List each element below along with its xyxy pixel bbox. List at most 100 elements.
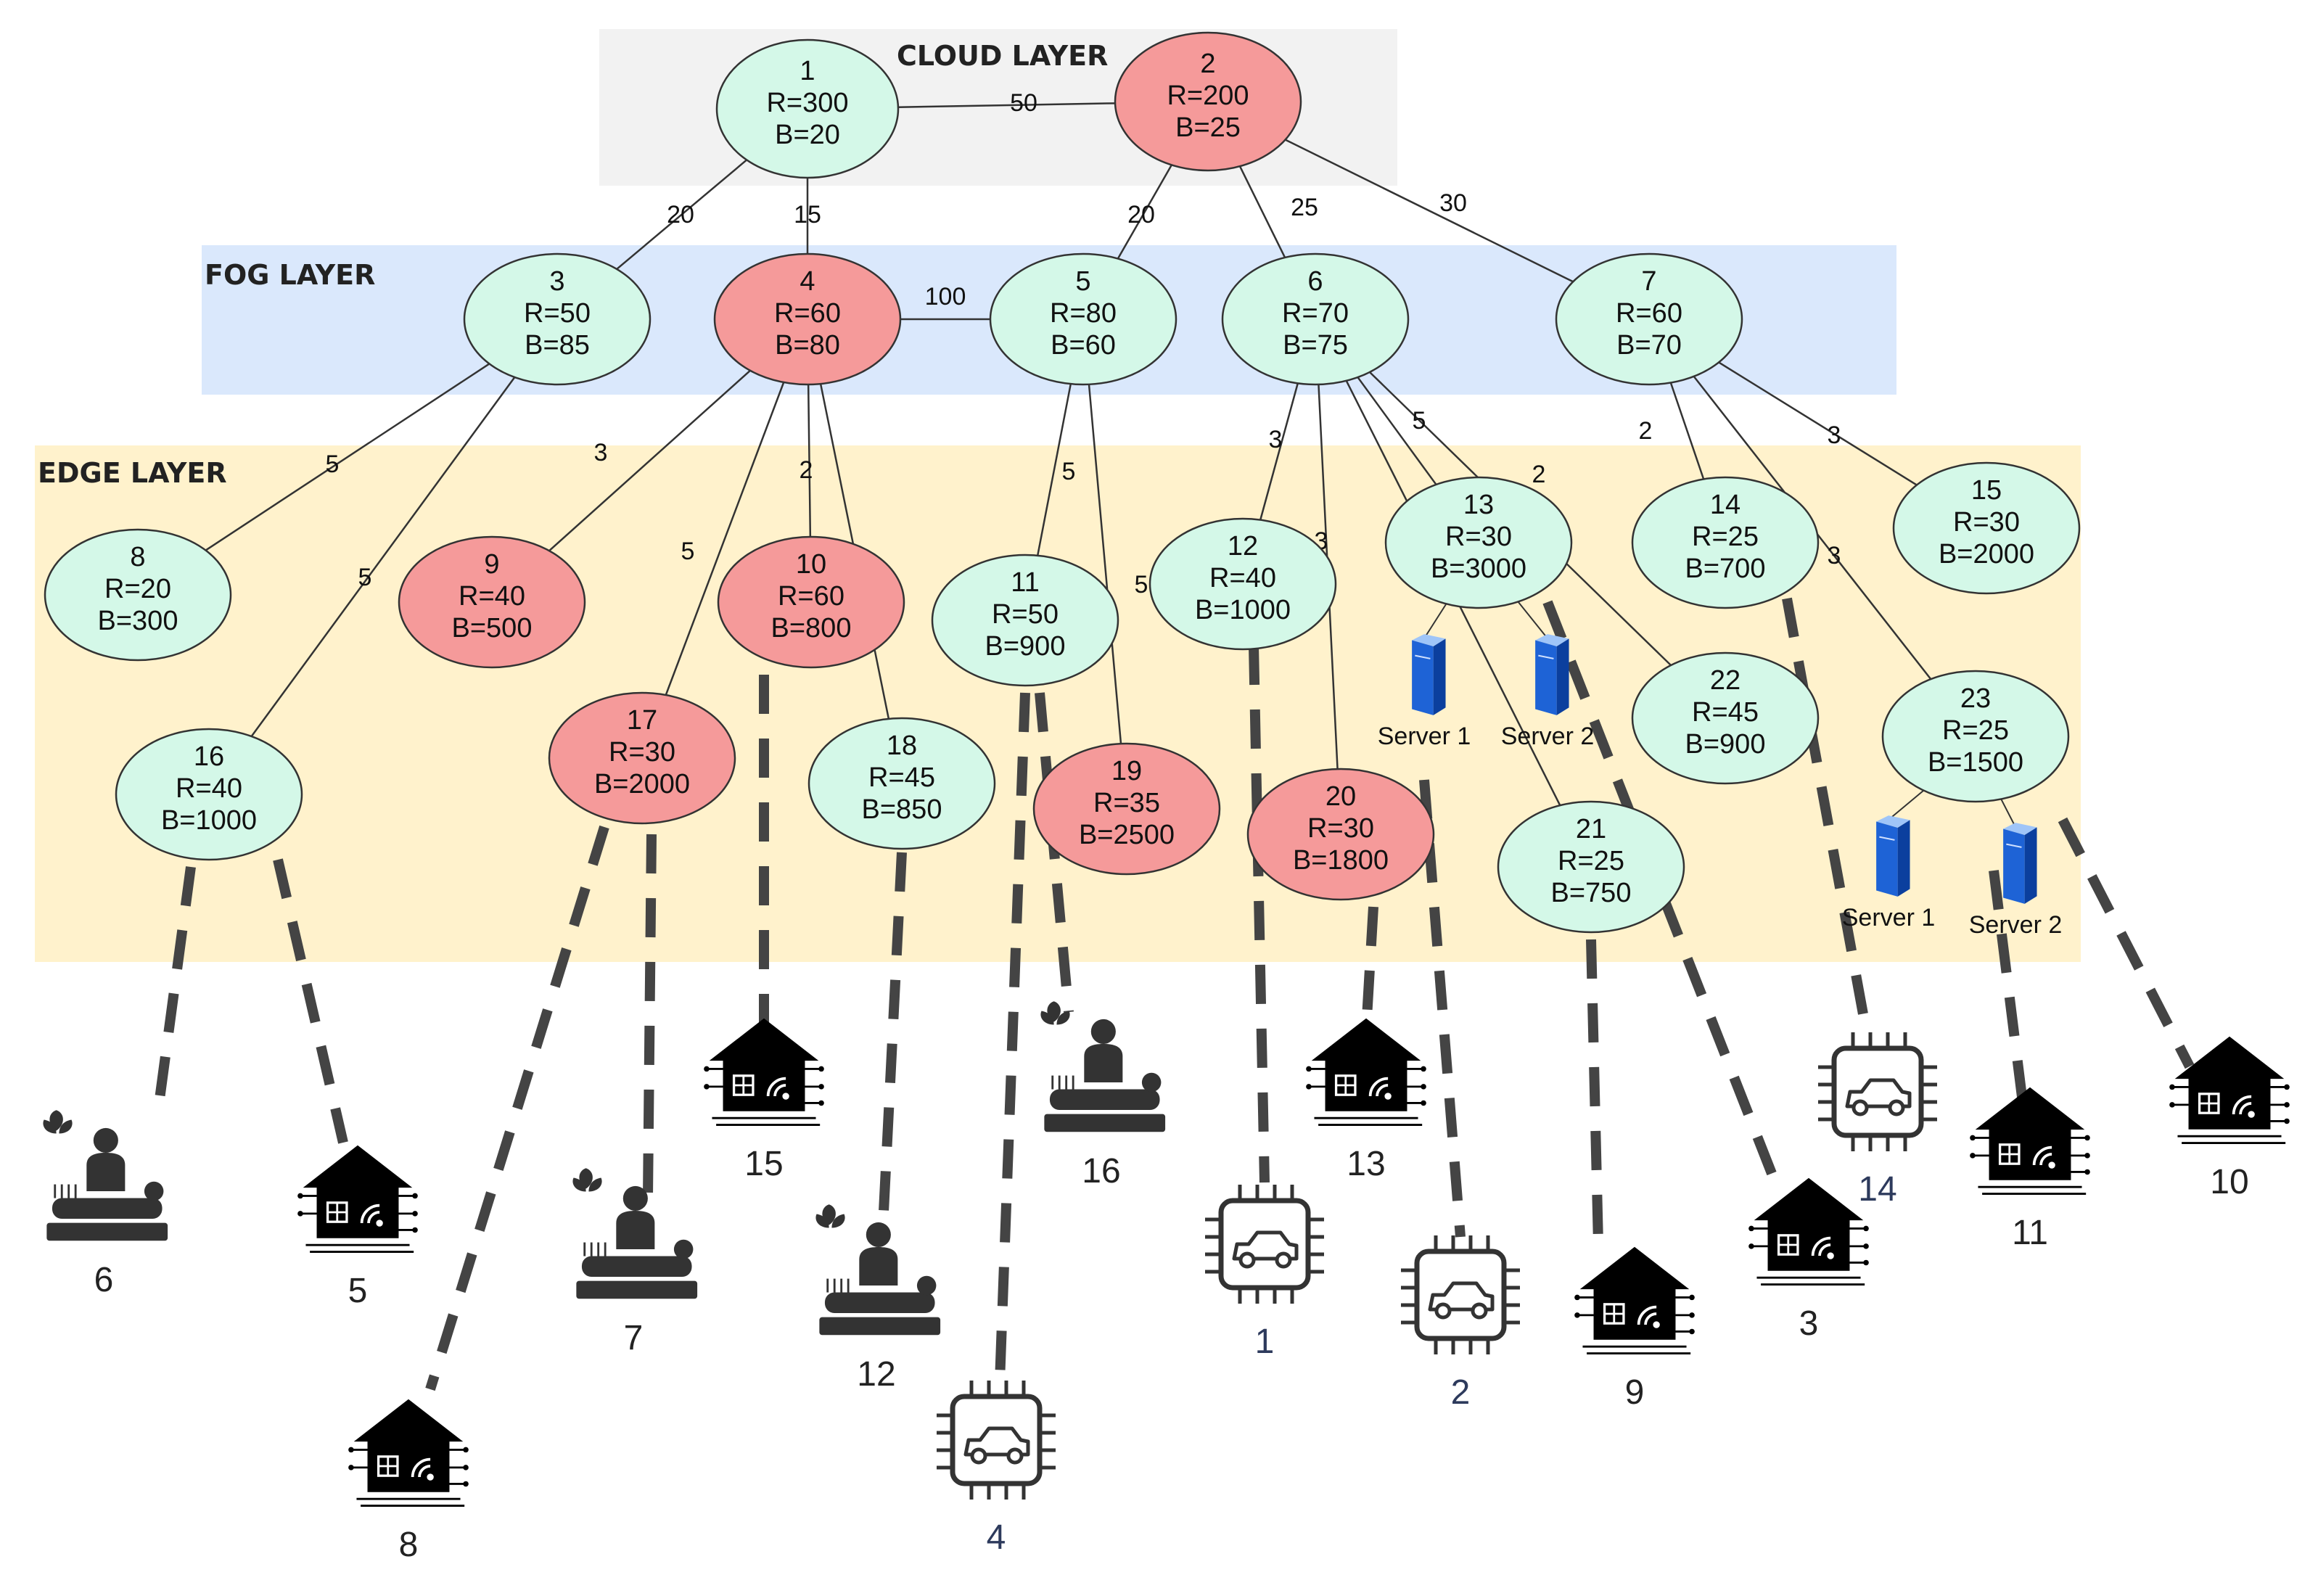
server-link	[1888, 789, 1925, 820]
node-20[interactable]: 20R=30B=1800	[1246, 768, 1435, 901]
device-number-label: 4	[987, 1518, 1006, 1557]
node-id-label: 4	[800, 266, 815, 297]
node-9[interactable]: 9R=40B=500	[398, 535, 586, 669]
link-weight-label: 2	[1639, 417, 1653, 445]
node-22[interactable]: 22R=45B=900	[1631, 651, 1820, 785]
device-number-label: 7	[624, 1319, 644, 1357]
node-id-label: 12	[1228, 531, 1258, 562]
house-device-icon[interactable]	[1968, 1085, 2092, 1196]
node-r-value-label: R=40	[176, 773, 242, 804]
house-device-icon[interactable]	[1304, 1016, 1428, 1127]
link-2-6	[1238, 165, 1286, 258]
house-device-icon[interactable]	[296, 1143, 419, 1254]
device-connection-3	[1542, 600, 1777, 1177]
node-id-label: 15	[1971, 475, 2002, 506]
device-number-label: 14	[1858, 1170, 1896, 1209]
node-b-value-label: B=2000	[594, 769, 690, 799]
node-6[interactable]: 6R=70B=75	[1221, 252, 1410, 386]
fog-layer-label: FOG LAYER	[205, 259, 375, 291]
patient-device-icon[interactable]	[815, 1204, 942, 1336]
node-b-value-label: B=900	[985, 631, 1066, 662]
node-id-label: 6	[1307, 266, 1323, 297]
link-weight-label: 25	[1291, 194, 1318, 221]
vehicle-device-icon[interactable]	[1401, 1235, 1520, 1354]
house-device-icon[interactable]	[1747, 1176, 1870, 1286]
node-13[interactable]: 13R=30B=3000	[1384, 476, 1573, 609]
node-ellipse	[717, 535, 905, 669]
link-weight-label: 2	[1532, 461, 1546, 488]
node-17[interactable]: 17R=30B=2000	[548, 691, 736, 825]
node-3[interactable]: 3R=50B=85	[463, 252, 652, 386]
link-weight-label: 5	[1135, 571, 1148, 598]
house-device-icon[interactable]	[1573, 1245, 1696, 1355]
node-r-value-label: R=20	[104, 574, 171, 604]
node-r-value-label: R=25	[1558, 846, 1624, 876]
device-number-label: 9	[1625, 1373, 1645, 1412]
node-ellipse	[463, 252, 652, 386]
node-8[interactable]: 8R=20B=300	[44, 528, 232, 662]
node-7[interactable]: 7R=60B=70	[1555, 252, 1743, 386]
node-b-value-label: B=1800	[1293, 845, 1389, 876]
patient-device-icon[interactable]	[1040, 1001, 1167, 1133]
node-r-value-label: R=60	[1616, 298, 1682, 329]
node-r-value-label: R=25	[1942, 715, 2009, 746]
link-layer	[205, 102, 2016, 828]
node-ellipse	[44, 528, 232, 662]
link-weight-label: 30	[1439, 189, 1467, 217]
node-r-value-label: R=35	[1093, 788, 1160, 818]
device-number-label: 6	[94, 1261, 114, 1299]
device-number-label: 15	[744, 1145, 783, 1183]
vehicle-device-icon[interactable]	[937, 1381, 1056, 1500]
server-label: Server 1	[1378, 723, 1471, 750]
node-ellipse	[1497, 800, 1685, 934]
node-r-value-label: R=60	[778, 581, 844, 612]
house-device-icon[interactable]	[347, 1397, 470, 1507]
node-21[interactable]: 21R=25B=750	[1497, 800, 1685, 934]
node-id-label: 22	[1710, 665, 1740, 696]
link-5-11	[1036, 383, 1072, 556]
node-16[interactable]: 16R=40B=1000	[115, 728, 303, 861]
node-19[interactable]: 19R=35B=2500	[1032, 742, 1221, 876]
node-b-value-label: B=2500	[1079, 820, 1175, 850]
node-23[interactable]: 23R=25B=1500	[1881, 670, 2070, 803]
node-ellipse	[1384, 476, 1573, 609]
node-r-value-label: R=60	[774, 298, 841, 329]
node-r-value-label: R=40	[1209, 563, 1276, 593]
link-4-10	[807, 384, 812, 538]
device-number-label: 16	[1082, 1152, 1120, 1190]
server-label: Server 2	[1969, 911, 2063, 939]
house-device-icon[interactable]	[702, 1016, 826, 1127]
node-4[interactable]: 4R=60B=80	[713, 252, 902, 386]
node-b-value-label: B=500	[452, 613, 533, 643]
node-5[interactable]: 5R=80B=60	[989, 252, 1178, 386]
node-b-value-label: B=1500	[1928, 747, 2023, 778]
device-connection-2	[1419, 779, 1466, 1238]
node-ellipse	[1221, 252, 1410, 386]
node-18[interactable]: 18R=45B=850	[807, 717, 996, 850]
node-ellipse	[807, 717, 996, 850]
device-number-label: 5	[348, 1272, 368, 1310]
node-r-value-label: R=30	[609, 737, 675, 768]
device-connection-1	[1249, 645, 1270, 1183]
node-b-value-label: B=20	[775, 120, 840, 150]
node-10[interactable]: 10R=60B=800	[717, 535, 905, 669]
patient-device-icon[interactable]	[572, 1168, 699, 1300]
link-weight-label: 5	[1413, 407, 1426, 435]
vehicle-device-icon[interactable]	[1205, 1185, 1324, 1304]
server-link	[1423, 603, 1447, 639]
node-r-value-label: R=200	[1167, 81, 1249, 111]
link-weight-label: 15	[794, 201, 821, 229]
node-r-value-label: R=50	[992, 599, 1059, 630]
vehicle-device-icon[interactable]	[1818, 1032, 1937, 1151]
node-id-label: 8	[130, 542, 145, 572]
node-14[interactable]: 14R=25B=700	[1631, 476, 1820, 609]
patient-device-icon[interactable]	[42, 1110, 169, 1242]
node-15[interactable]: 15R=30B=2000	[1892, 461, 2081, 595]
node-12[interactable]: 12R=40B=1000	[1148, 517, 1337, 651]
node-r-value-label: R=80	[1050, 298, 1117, 329]
node-11[interactable]: 11R=50B=900	[931, 554, 1119, 687]
link-2-7	[1285, 139, 1574, 283]
